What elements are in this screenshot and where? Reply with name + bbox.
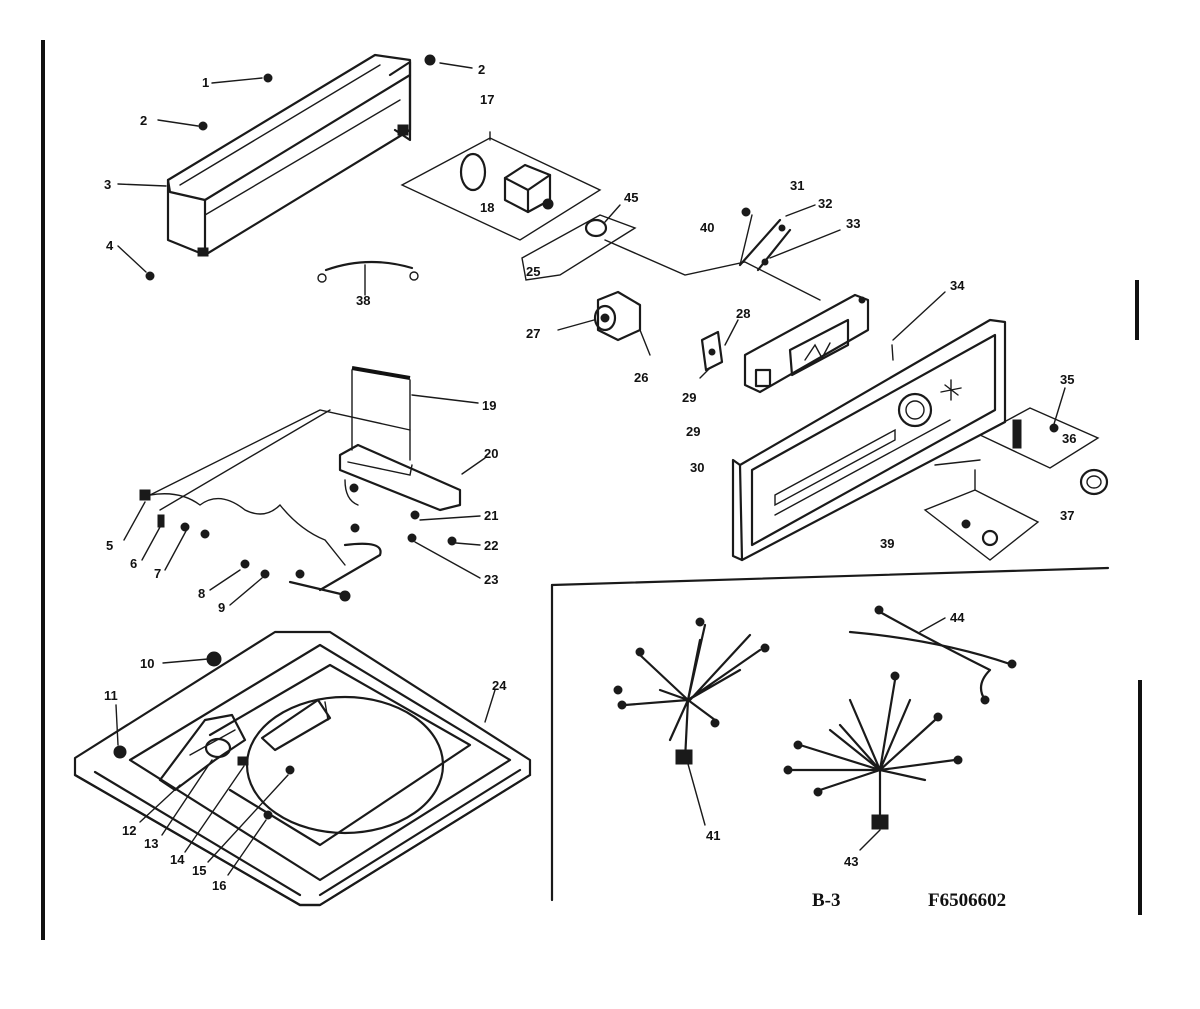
callout-33: 33	[846, 216, 860, 231]
screws-housing	[145, 54, 436, 281]
knob-assembly	[934, 387, 1109, 496]
callout-22: 22	[484, 538, 498, 553]
callout-13: 13	[144, 836, 158, 851]
callout-31: 31	[790, 178, 804, 193]
callout-2a: 2	[140, 113, 147, 128]
diagram-number: F6506602	[928, 890, 1006, 911]
top-panel-24	[73, 630, 532, 907]
callout-18: 18	[480, 200, 494, 215]
callout-1: 1	[202, 75, 209, 90]
callout-35: 35	[1060, 372, 1074, 387]
callout-8: 8	[198, 586, 205, 601]
callout-27: 27	[526, 326, 540, 341]
callout-39: 39	[880, 536, 894, 551]
callout-30: 30	[690, 460, 704, 475]
callout-21: 21	[484, 508, 498, 523]
callout-7: 7	[154, 566, 161, 581]
callout-20: 20	[484, 446, 498, 461]
callout-15: 15	[192, 863, 206, 878]
hardware-5-9	[123, 489, 351, 606]
callout-9: 9	[218, 600, 225, 615]
kit-17-parts	[400, 131, 602, 241]
page-code: B-3	[812, 890, 841, 911]
callout-34: 34	[950, 278, 965, 293]
callout-32: 32	[818, 196, 832, 211]
callout-44: 44	[950, 610, 965, 625]
callout-29b: 29	[686, 424, 700, 439]
callout-labels: 1 2 2 3 4 5 6 7 8 9 10 11 12 13 14 15 16…	[104, 62, 1076, 893]
hinge-bar-19	[351, 366, 479, 461]
callout-25: 25	[526, 264, 540, 279]
callout-11: 11	[104, 688, 118, 703]
callout-10: 10	[140, 656, 154, 671]
top-cover-panel	[149, 409, 411, 566]
callout-23: 23	[484, 572, 498, 587]
parts-31-33	[738, 204, 841, 272]
callout-2b: 2	[478, 62, 485, 77]
callout-40: 40	[700, 220, 714, 235]
callout-41: 41	[706, 828, 720, 843]
part-39-plate	[923, 469, 1040, 561]
callout-12: 12	[122, 823, 136, 838]
lid-hinge-20	[338, 443, 486, 533]
harness-inset-frame	[550, 566, 1110, 902]
callout-14: 14	[170, 852, 185, 867]
callout-38: 38	[356, 293, 370, 308]
callout-5: 5	[106, 538, 113, 553]
switch-rod-21-23	[318, 510, 481, 592]
wire-harness-43	[783, 671, 963, 851]
control-fascia-30	[731, 291, 1007, 562]
callout-6: 6	[130, 556, 137, 571]
bracket-25	[521, 204, 637, 281]
callout-26: 26	[634, 370, 648, 385]
callout-37: 37	[1060, 508, 1074, 523]
callout-3: 3	[104, 177, 111, 192]
callout-19: 19	[482, 398, 496, 413]
console-housing	[166, 53, 412, 257]
callout-16: 16	[212, 878, 226, 893]
lid-lock-assembly	[115, 658, 295, 876]
timer-27	[557, 290, 651, 356]
callout-4: 4	[106, 238, 114, 253]
callout-36: 36	[1062, 431, 1076, 446]
callout-45: 45	[624, 190, 638, 205]
wire-44	[848, 605, 1017, 705]
gauge-indicator	[317, 260, 419, 296]
switch-28-29	[699, 319, 739, 379]
control-panel-bracket	[743, 293, 870, 394]
wire-harness-41	[613, 617, 770, 826]
callout-17: 17	[480, 92, 494, 107]
wire-lead	[604, 239, 821, 301]
callout-24: 24	[492, 678, 507, 693]
callout-28: 28	[736, 306, 750, 321]
leader-lines-top-left	[117, 62, 473, 273]
callout-43: 43	[844, 854, 858, 869]
callout-29a: 29	[682, 390, 696, 405]
